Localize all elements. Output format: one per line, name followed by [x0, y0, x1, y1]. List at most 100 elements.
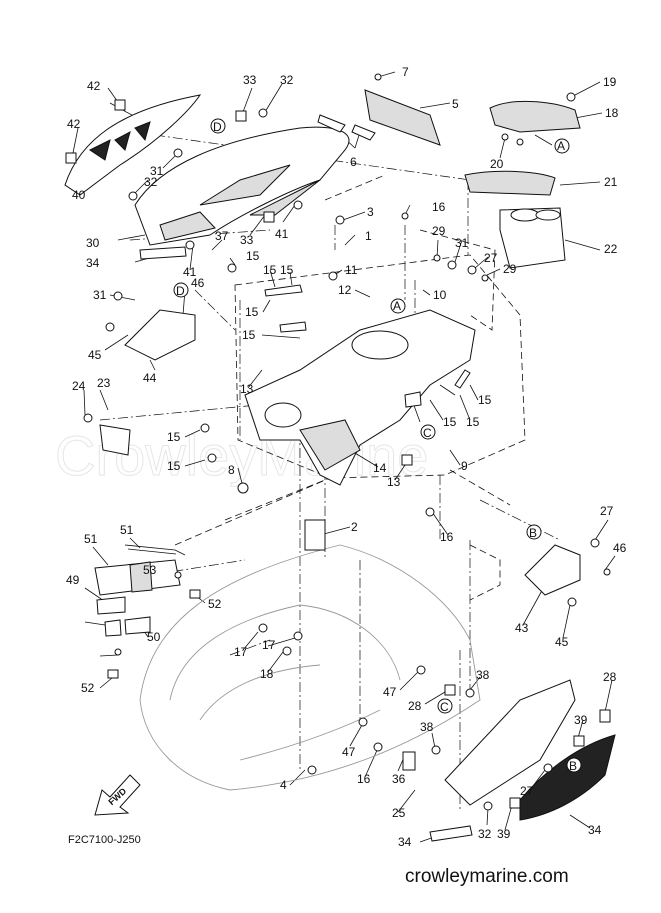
part-battery-box — [94, 559, 181, 596]
callout-39a: 39 — [574, 713, 588, 727]
reference-lines — [99, 134, 561, 810]
callout-labels: 7 5 6 33 32 42 42 31 32 40 30 34 41 37 1… — [66, 65, 627, 849]
part-cover-strips — [317, 89, 441, 146]
callout-15c: 15 — [245, 305, 259, 319]
callout-16a: 15 — [167, 430, 181, 444]
callout-20: 19 — [603, 75, 617, 89]
part-bracket-left — [124, 309, 196, 361]
callout-16c: 16 — [440, 530, 454, 544]
callout-21: 20 — [490, 157, 504, 171]
callout-48b: 50 — [147, 630, 161, 644]
callout-51b: 52 — [81, 681, 95, 695]
callout-28a: 28 — [408, 699, 422, 713]
part-seat-cushion — [489, 101, 581, 133]
part-front-hull — [139, 544, 481, 791]
part-battery-strap — [124, 544, 186, 556]
part-cup-holder — [499, 207, 566, 269]
callout-33b: 33 — [240, 233, 254, 247]
ref-letter-c-mid: C — [423, 426, 432, 440]
callout-17b: 16 — [432, 200, 446, 214]
callout-24: 23 — [97, 376, 111, 390]
diagram-code: F2C7100-J250 — [68, 834, 141, 846]
callout-48a: 49 — [66, 573, 80, 587]
callout-46b: 46 — [613, 541, 627, 555]
callout-15d: 15 — [242, 328, 256, 342]
callout-18a: 17 — [234, 645, 248, 659]
fwd-arrow-icon: FWD — [94, 774, 141, 816]
ref-letter-b-right: B — [529, 526, 537, 540]
callout-17a: 15 — [246, 249, 260, 263]
callout-46a: 46 — [191, 276, 205, 290]
callout-27a: 27 — [484, 251, 498, 265]
callout-38b: 38 — [476, 668, 490, 682]
callout-38a: 38 — [420, 720, 434, 734]
ref-letter-a-top: A — [557, 139, 565, 153]
callout-36: 36 — [392, 772, 406, 786]
callout-22: 21 — [604, 175, 618, 189]
callout-42b: 42 — [67, 117, 81, 131]
callout-45a: 45 — [88, 348, 102, 362]
callout-41a: 41 — [183, 265, 197, 279]
callout-15e: 15 — [478, 393, 492, 407]
callout-12: 12 — [338, 283, 352, 297]
callout-15b: 15 — [280, 263, 294, 277]
callout-29b: 29 — [503, 262, 517, 276]
callout-34a: 34 — [86, 256, 100, 270]
callout-28b: 28 — [603, 670, 617, 684]
callout-23: 22 — [604, 242, 618, 256]
callout-44: 44 — [143, 371, 157, 385]
callout-30: 30 — [86, 236, 100, 250]
callout-15f: 15 — [443, 415, 457, 429]
callout-10: 10 — [433, 288, 447, 302]
callout-15g: 15 — [466, 415, 480, 429]
callout-19: 18 — [605, 106, 619, 120]
callout-49: 51 — [84, 532, 98, 546]
callout-11: 11 — [345, 263, 358, 277]
callout-52a: 53 — [143, 563, 157, 577]
callout-32b: 32 — [144, 175, 158, 189]
callout-1: 1 — [365, 229, 372, 243]
callout-27b: 27 — [600, 504, 614, 518]
callout-25: 24 — [72, 379, 86, 393]
callout-2: 2 — [351, 520, 358, 534]
callout-32a: 32 — [280, 73, 294, 87]
callout-13a: 13 — [240, 382, 254, 396]
callout-35: 34 — [588, 823, 602, 837]
callout-33a: 33 — [243, 73, 257, 87]
callout-16b: 15 — [167, 459, 181, 473]
callout-6: 6 — [350, 155, 357, 169]
ref-letter-b-low: B — [569, 759, 577, 773]
callout-31c: 31 — [93, 288, 107, 302]
part-deck-cover — [134, 126, 350, 246]
callout-42a: 42 — [87, 79, 101, 93]
part-center-console — [244, 309, 476, 486]
callout-31a: 31 — [150, 164, 164, 178]
callout-34b: 34 — [398, 835, 412, 849]
callout-47a: 47 — [383, 685, 397, 699]
fasteners — [65, 73, 611, 842]
callout-43: 43 — [515, 621, 529, 635]
site-name: crowleymarine.com — [405, 866, 569, 887]
callout-17c: 16 — [357, 772, 371, 786]
part-tray-lid — [464, 170, 556, 196]
callout-50: 51 — [120, 523, 134, 537]
callout-18c: 18 — [260, 667, 274, 681]
callout-32c: 32 — [478, 827, 492, 841]
callout-45b: 45 — [555, 635, 569, 649]
part-bracket-right — [524, 544, 581, 596]
callout-3: 3 — [367, 205, 374, 219]
callout-13b: 13 — [387, 475, 401, 489]
callout-41b: 41 — [275, 227, 289, 241]
callout-37: 37 — [215, 229, 229, 243]
ref-letter-c-low: C — [440, 700, 449, 714]
ref-letter-a-mid: A — [393, 299, 401, 313]
callout-15a: 15 — [263, 263, 277, 277]
ref-letter-d-left: D — [176, 284, 185, 298]
callout-39b: 39 — [497, 827, 511, 841]
callout-7: 7 — [402, 65, 409, 79]
callout-9: 9 — [461, 459, 468, 473]
callout-31b: 31 — [455, 236, 469, 250]
callout-29a: 29 — [432, 224, 446, 238]
ref-letter-d-top: D — [213, 120, 222, 134]
